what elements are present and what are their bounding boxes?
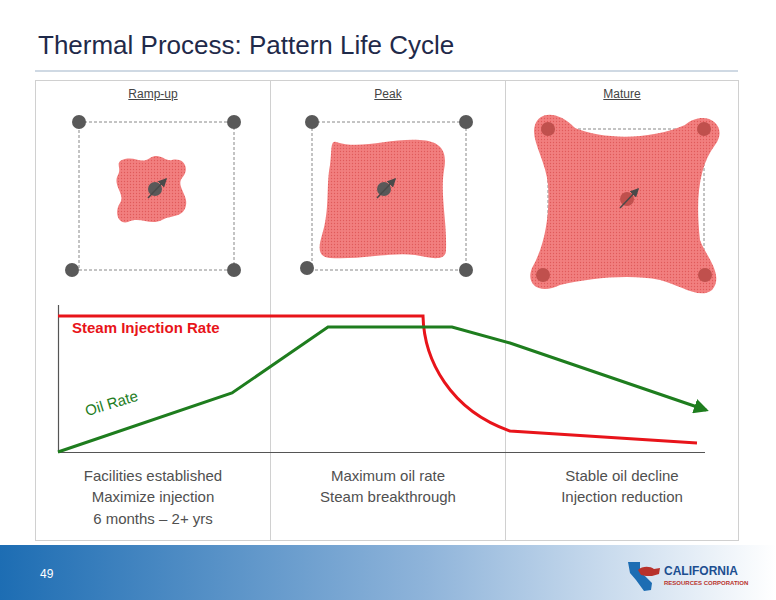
producer-wells xyxy=(300,115,473,277)
stage-caption: Steam breakthrough xyxy=(271,488,505,505)
stage-caption: Maximum oil rate xyxy=(271,467,505,484)
slide-title: Thermal Process: Pattern Life Cycle xyxy=(38,30,454,61)
stage-heading: Mature xyxy=(506,87,738,101)
bear-logo xyxy=(638,567,660,576)
frame xyxy=(36,81,739,541)
x-axis xyxy=(58,452,705,453)
pattern-square xyxy=(312,122,466,270)
stage-heading: Ramp-up xyxy=(36,87,270,101)
steam-chest xyxy=(320,140,446,259)
injector-well xyxy=(377,182,391,196)
stage-panel: MatureStable oil declineInjection reduct… xyxy=(506,81,738,540)
injector-arrow xyxy=(620,189,638,208)
injector-well xyxy=(148,182,162,196)
title-rule xyxy=(35,71,738,72)
state-outline xyxy=(628,562,652,591)
footer-bar xyxy=(0,545,776,600)
producer-wells xyxy=(65,115,241,277)
stage-caption: Stable oil decline xyxy=(506,467,738,484)
page-number: 49 xyxy=(40,567,53,581)
divider xyxy=(270,81,271,540)
stage-caption: Injection reduction xyxy=(506,488,738,505)
logo-text: CALIFORNIA xyxy=(664,564,738,578)
steam-curve xyxy=(58,316,697,443)
y-axis xyxy=(58,305,59,452)
series-label: Oil Rate xyxy=(83,387,140,419)
stage-caption: 6 months – 2+ yrs xyxy=(36,510,270,527)
steam-chest xyxy=(116,156,186,222)
stage-caption: Maximize injection xyxy=(36,488,270,505)
oil-curve xyxy=(58,327,706,452)
series-label: Steam Injection Rate xyxy=(72,319,220,336)
stage-panel: PeakMaximum oil rateSteam breakthrough xyxy=(271,81,505,540)
producer-wells xyxy=(536,122,712,282)
stage-heading: Peak xyxy=(271,87,505,101)
divider xyxy=(505,81,506,540)
pattern-square xyxy=(79,122,234,270)
steam-chest xyxy=(530,115,719,294)
injector-arrow xyxy=(148,179,166,198)
logo-text: RESOURCES CORPORATION xyxy=(664,580,748,586)
stage-caption: Facilities established xyxy=(36,467,270,484)
injector-well xyxy=(620,192,634,206)
injector-arrow xyxy=(377,179,395,198)
stage-panel: Ramp-upFacilities establishedMaximize in… xyxy=(36,81,270,540)
